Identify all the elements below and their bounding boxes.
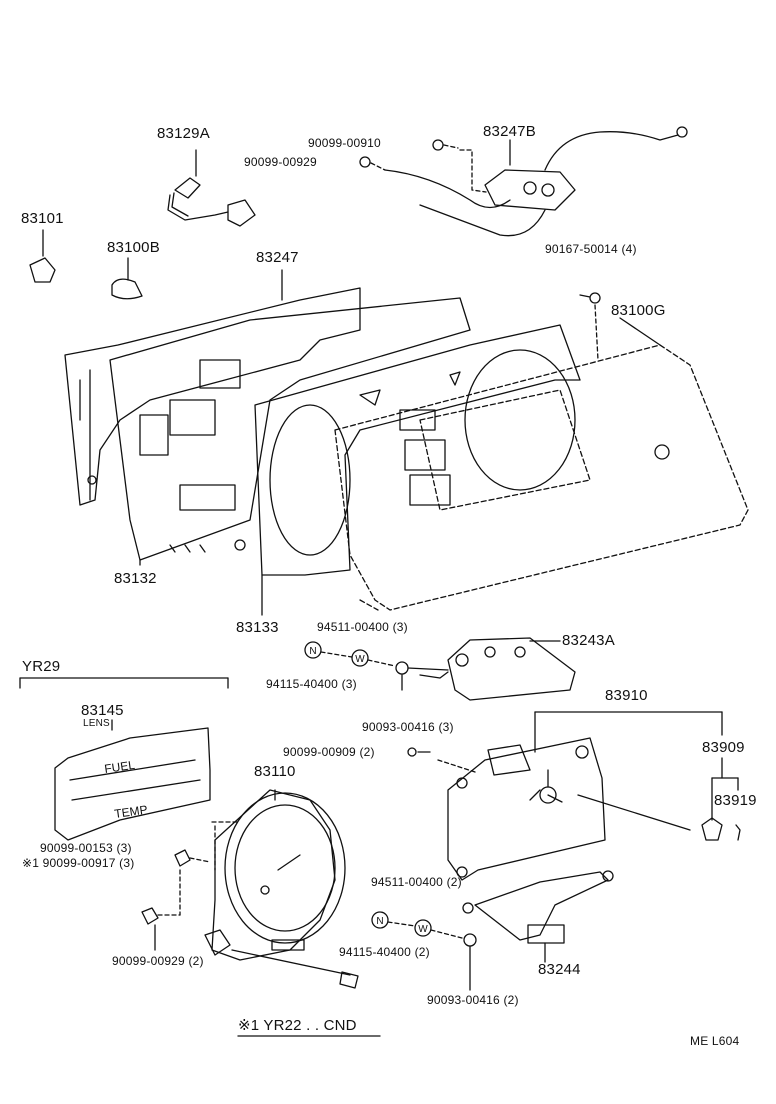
screw-90167 [579,292,601,361]
label-94511-00400-2: 94511-00400 (2) [371,875,462,889]
printed-circuit-83247 [64,269,361,506]
speedometer-83110 [204,789,359,989]
glass-83100G [334,317,749,611]
screw-90099-00909 [407,747,476,773]
drawing-code: ME L604 [690,1034,740,1048]
lens-83145 [54,719,211,841]
label-83101: 83101 [21,210,64,227]
label-90093-00416-3: 90093-00416 (3) [362,720,454,734]
socket-83101 [29,229,56,283]
label-83247: 83247 [256,249,299,266]
label-83244: 83244 [538,961,581,978]
label-90099-00910: 90099-00910 [308,136,381,150]
label-94115-40400-2: 94115-40400 (2) [339,945,430,959]
label-83909: 83909 [702,739,745,756]
label-83100B: 83100B [107,239,160,256]
label-lens: LENS [83,718,110,729]
bulb-83100B [111,257,143,300]
lens-temp-text: TEMP [113,802,148,821]
label-83910: 83910 [605,687,648,704]
footnote: ※1 YR22 . . CND [238,1017,357,1034]
washer-set-3 [304,641,409,691]
lens-fuel-text: FUEL [103,758,136,776]
socket-harness-83129A [167,149,256,227]
label-83133: 83133 [236,619,279,636]
label-90093-00416-2: 90093-00416 (2) [427,993,519,1007]
case-83132 [109,297,471,566]
washer-mark-n-2: N [376,916,383,927]
washer-mark-n: N [309,646,316,657]
gauge-83243A [407,637,576,701]
screws-top [359,139,459,171]
label-94511-00400-3: 94511-00400 (3) [317,620,408,634]
label-83919: 83919 [714,792,757,809]
gauge-83244 [462,870,614,963]
screws-00153 [141,849,211,951]
washer-mark-w: W [355,654,365,665]
label-90099-00153: 90099-00153 (3) [40,841,132,855]
label-83243A: 83243A [562,632,615,649]
label-83247B: 83247B [483,123,536,140]
label-83110: 83110 [254,763,296,780]
circuit-83247B [384,126,688,237]
label-83132: 83132 [114,570,157,587]
hood-83133 [254,324,581,616]
label-90099-00909: 90099-00909 (2) [283,745,375,759]
label-90099-00929-top: 90099-00929 [244,155,317,169]
label-83100G: 83100G [611,302,666,319]
label-90099-00917: ※1 90099-00917 (3) [22,856,135,870]
label-90099-00929-bottom: 90099-00929 (2) [112,954,204,968]
clock-83910 [447,711,741,881]
label-94115-40400-3: 94115-40400 (3) [266,677,357,691]
section-label-yr29: YR29 [22,658,61,675]
washer-mark-w-2: W [418,924,428,935]
label-83145: 83145 [81,702,124,719]
washer-set-2 [371,911,477,991]
label-90167-50014: 90167-50014 (4) [545,242,637,256]
label-83129A: 83129A [157,125,210,142]
